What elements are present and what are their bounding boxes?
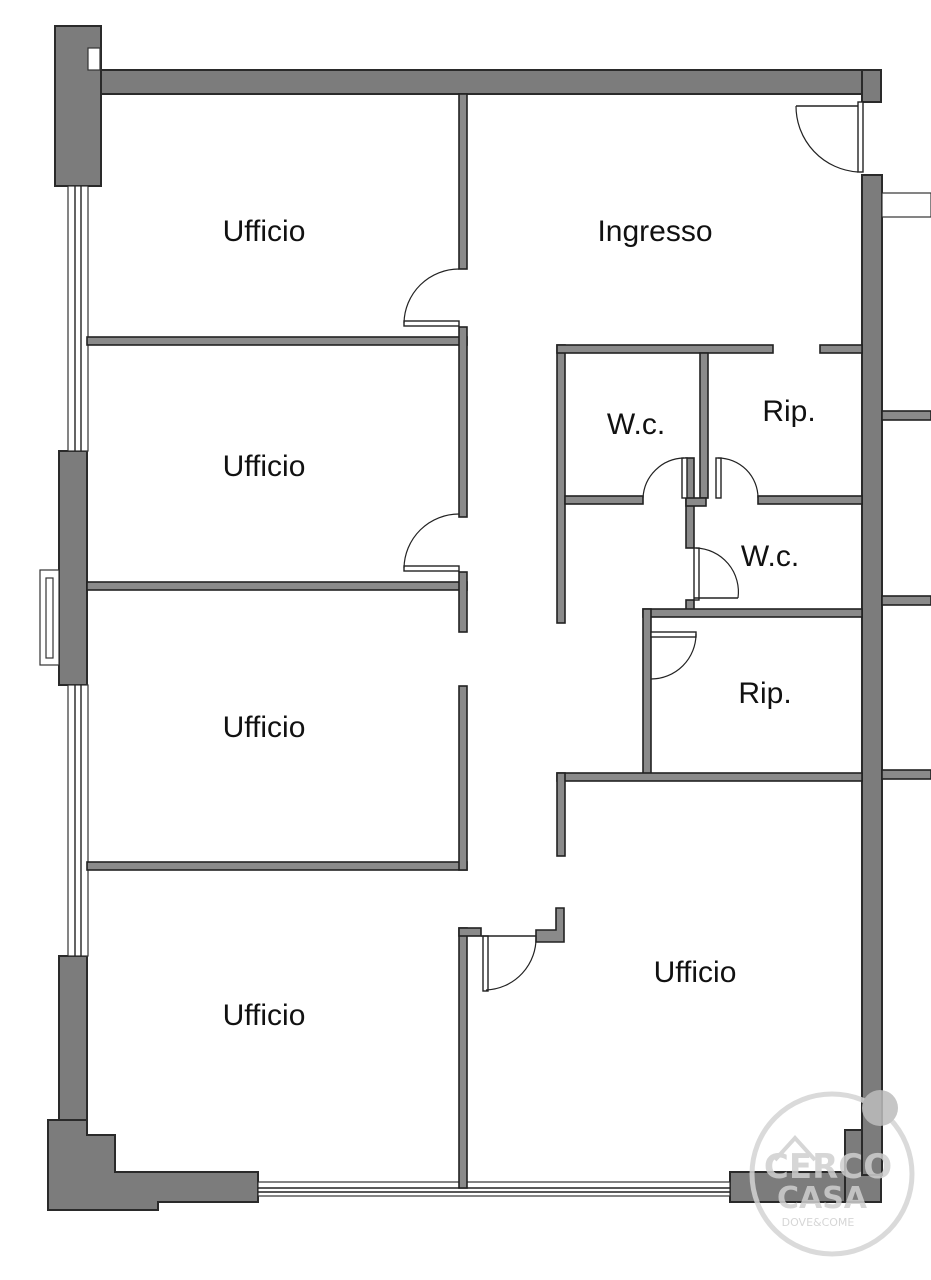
door-entrance — [795, 101, 864, 173]
room-label-ufficio-2: Ufficio — [223, 450, 306, 483]
watermark-tagline: DOVE&COME — [782, 1216, 855, 1229]
watermark-logo: CERCO CASA DOVE&COME — [749, 1090, 915, 1257]
room-label-ufficio-3: Ufficio — [223, 711, 306, 744]
room-label-wc-1: W.c. — [607, 408, 665, 441]
door-wc-1 — [642, 457, 688, 499]
doors — [403, 101, 864, 992]
door-office-1 — [403, 268, 460, 327]
interior-walls — [86, 93, 863, 1189]
room-labels: Ufficio Ingresso Ufficio W.c. Rip. W.c. … — [223, 215, 816, 1032]
watermark-line1: CERCO — [764, 1147, 892, 1187]
watermark-line2: CASA — [777, 1181, 868, 1216]
room-label-wc-2: W.c. — [741, 540, 799, 573]
door-rip-2 — [650, 631, 697, 680]
door-rip-1 — [715, 457, 759, 499]
room-label-ufficio-5: Ufficio — [654, 956, 737, 989]
door-office-5 — [481, 935, 537, 992]
room-label-ingresso: Ingresso — [597, 215, 712, 248]
door-office-2 — [403, 513, 460, 572]
door-wc-2 — [693, 547, 740, 601]
windows — [67, 185, 731, 1197]
room-label-ufficio-1: Ufficio — [223, 215, 306, 248]
room-label-rip-1: Rip. — [762, 395, 815, 428]
room-label-ufficio-4: Ufficio — [223, 999, 306, 1032]
room-label-rip-2: Rip. — [738, 677, 791, 710]
exterior-walls — [39, 25, 931, 1211]
